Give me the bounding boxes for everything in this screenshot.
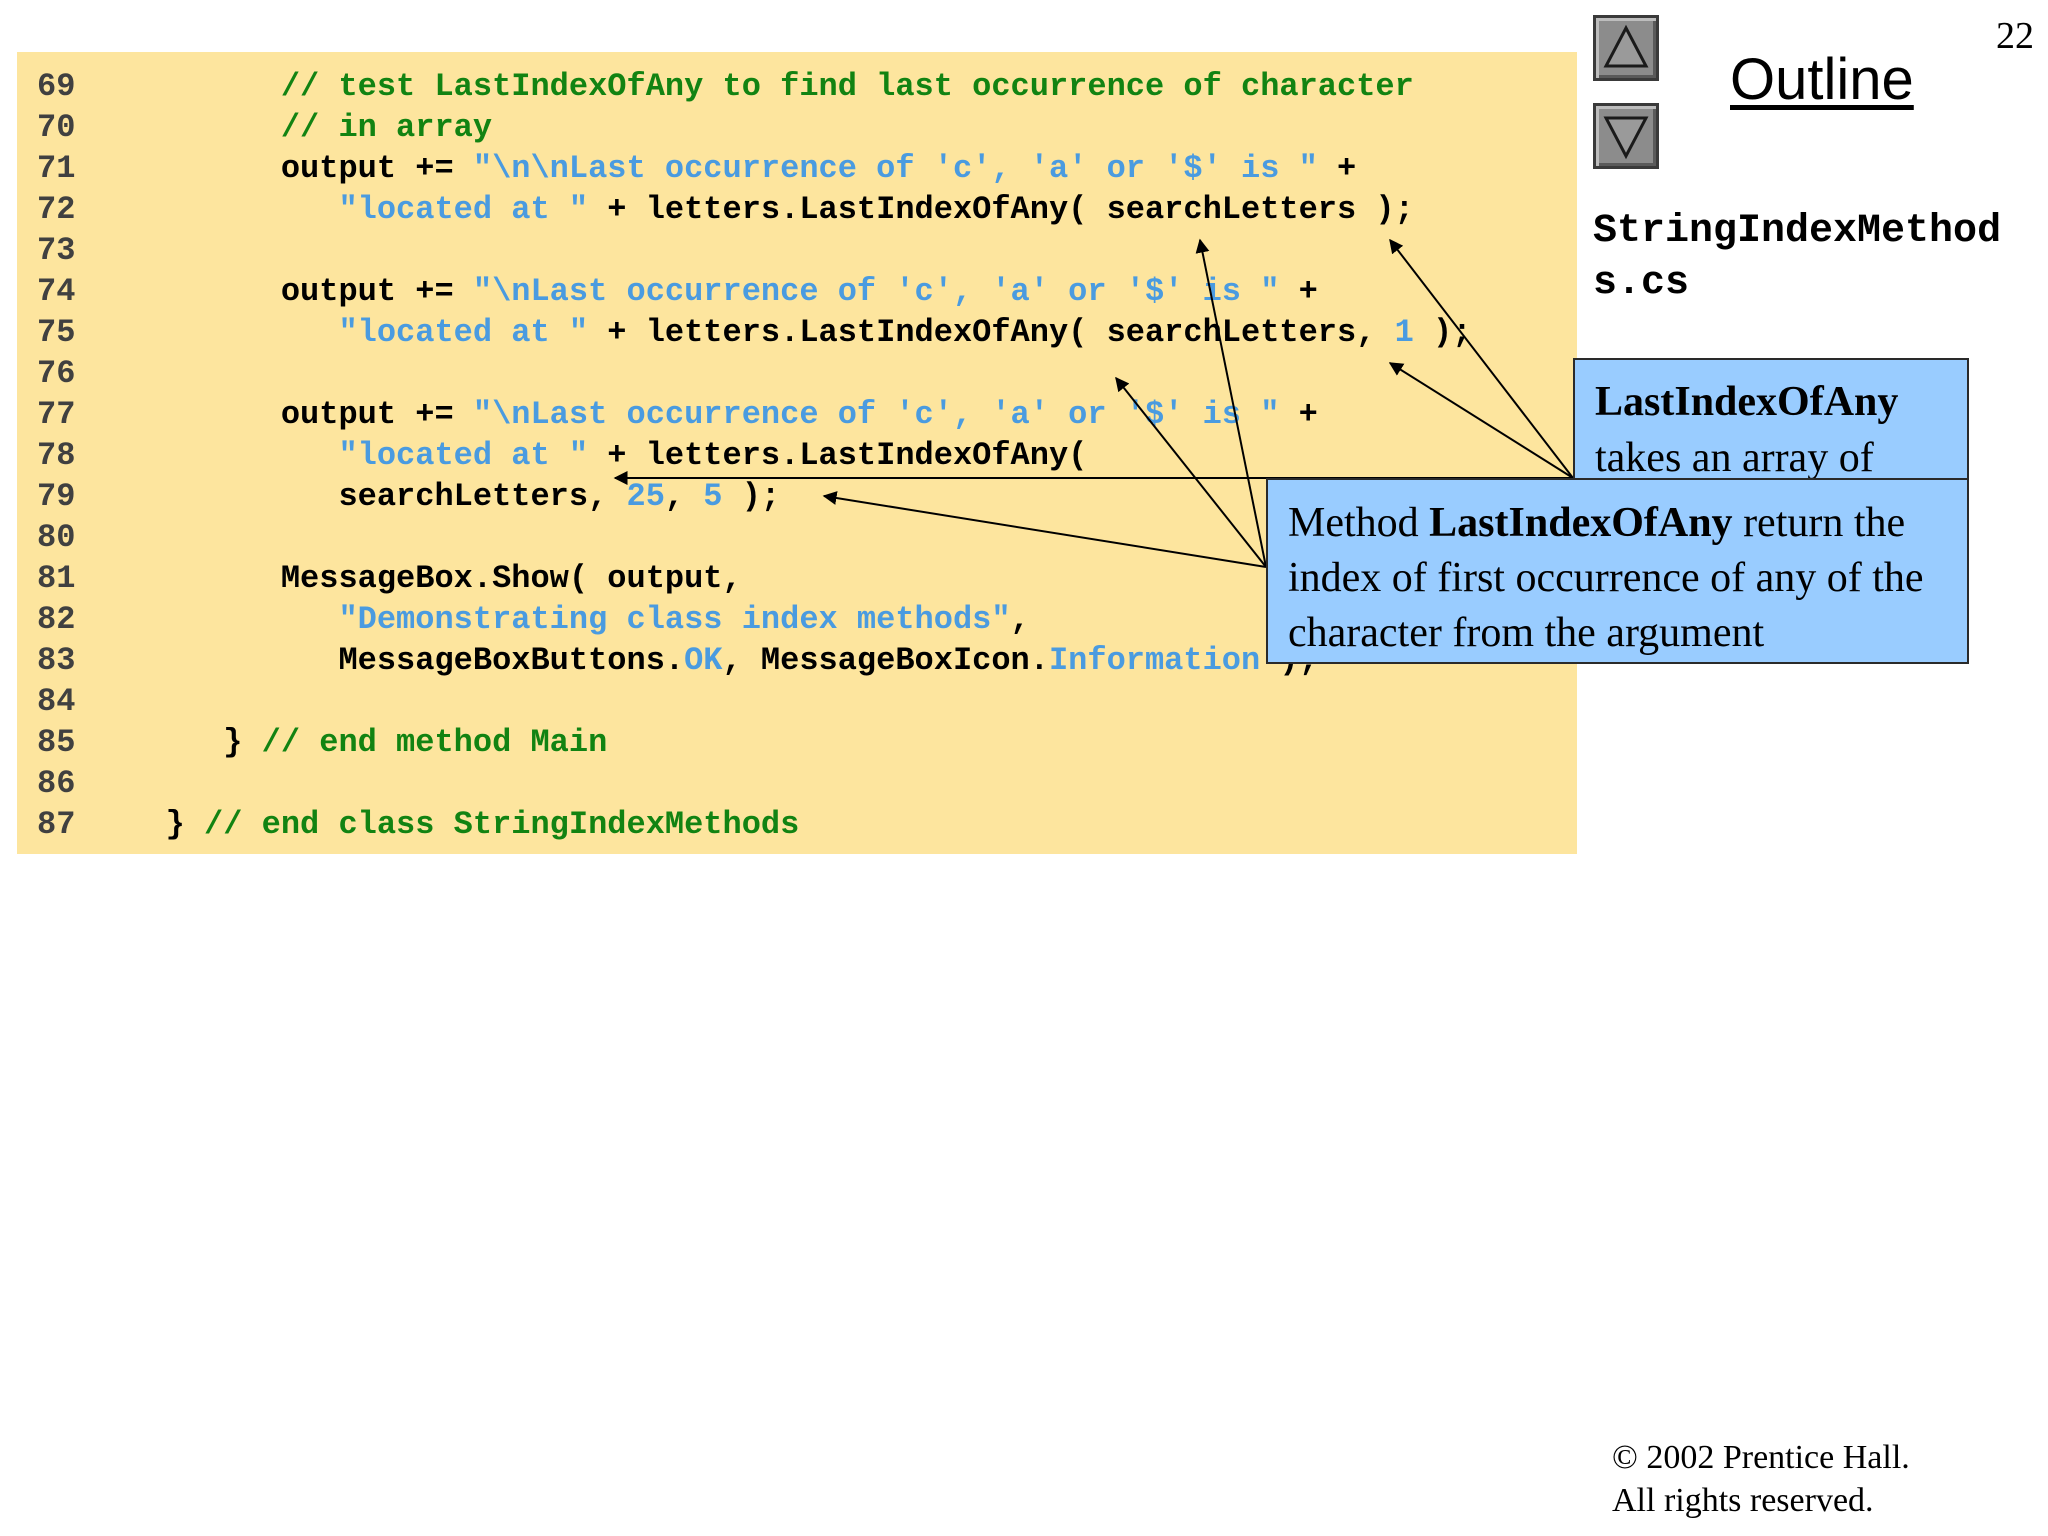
outline-link[interactable]: Outline <box>1730 47 1914 112</box>
line-number: 77 <box>37 396 76 433</box>
file-name: StringIndexMethods.cs <box>1593 209 2002 306</box>
line-number: 79 <box>37 478 76 515</box>
line-number: 76 <box>37 355 76 392</box>
code-text: "located at " + letters.LastIndexOfAny( … <box>108 189 1414 230</box>
code-comment: // test LastIndexOfAny to find last occu… <box>108 68 1414 105</box>
code-token: output += <box>108 273 473 310</box>
code-literal: "located at " <box>108 191 589 228</box>
code-token: , <box>664 478 704 515</box>
code-text: } // end method Main <box>108 722 607 763</box>
code-token: } <box>108 724 262 761</box>
code-text: "Demonstrating class index methods", <box>108 599 1030 640</box>
code-literal: 5 <box>703 478 723 515</box>
code-comment: // in array <box>108 109 493 146</box>
code-token: searchLetters, <box>108 478 627 515</box>
code-literal: 25 <box>626 478 665 515</box>
code-text: // test LastIndexOfAny to find last occu… <box>108 66 1414 107</box>
callout-1-body: takes an array of <box>1595 435 1874 480</box>
code-token: + letters.LastIndexOfAny( searchLetters … <box>588 191 1414 228</box>
callout-1-title: LastIndexOfAny <box>1595 379 1899 425</box>
line-number: 86 <box>37 765 76 802</box>
code-token: MessageBoxButtons. <box>108 642 685 679</box>
code-text: MessageBoxButtons.OK, MessageBoxIcon.Inf… <box>108 640 1317 681</box>
code-literal: "\n\nLast occurrence of 'c', 'a' or '$' … <box>472 150 1318 187</box>
code-literal: Information <box>1048 642 1261 679</box>
callout-last-index-of-any: LastIndexOfAny takes an array of <box>1573 358 1969 480</box>
copyright-line-1: © 2002 Prentice Hall. <box>1612 1439 1910 1476</box>
previous-slide-button[interactable] <box>1593 15 1659 81</box>
code-literal: "Demonstrating class index methods" <box>108 601 1011 638</box>
code-token: } <box>108 806 205 843</box>
triangle-up-icon <box>1603 24 1649 68</box>
callout-2-method-name: LastIndexOfAny <box>1429 500 1733 546</box>
code-text: MessageBox.Show( output, <box>108 558 742 599</box>
code-comment: // end method Main <box>261 724 608 761</box>
code-text: output += "\nLast occurrence of 'c', 'a'… <box>108 271 1318 312</box>
line-number: 87 <box>37 806 76 843</box>
line-number: 75 <box>37 314 76 351</box>
code-token: MessageBox.Show( output, <box>108 560 742 597</box>
code-literal: "\nLast occurrence of 'c', 'a' or '$' is… <box>472 396 1280 433</box>
triangle-down-icon <box>1603 116 1649 160</box>
line-number: 74 <box>37 273 76 310</box>
code-token: + letters.LastIndexOfAny( <box>588 437 1088 474</box>
code-text: output += "\nLast occurrence of 'c', 'a'… <box>108 394 1318 435</box>
copyright-line-2: All rights reserved. <box>1612 1482 1874 1519</box>
line-number: 71 <box>37 150 76 187</box>
code-comment: // end class StringIndexMethods <box>204 806 800 843</box>
code-token: + <box>1317 150 1357 187</box>
line-number: 83 <box>37 642 76 679</box>
code-panel: 69 // test LastIndexOfAny to find last o… <box>17 52 1577 854</box>
code-text: } // end class StringIndexMethods <box>108 804 800 845</box>
code-token: ); <box>1413 314 1472 351</box>
code-token: output += <box>108 396 473 433</box>
code-literal: "located at " <box>108 314 589 351</box>
line-number: 84 <box>37 683 76 720</box>
callout-2-text: return the index of first occurrence of … <box>1288 500 1924 656</box>
code-literal: "\nLast occurrence of 'c', 'a' or '$' is… <box>472 273 1280 310</box>
copyright-notice: © 2002 Prentice Hall. All rights reserve… <box>1612 1436 1910 1522</box>
code-token: , MessageBoxIcon. <box>722 642 1049 679</box>
code-text: "located at " + letters.LastIndexOfAny( … <box>108 312 1471 353</box>
line-number: 69 <box>37 68 76 105</box>
code-text: "located at " + letters.LastIndexOfAny( <box>108 435 1087 476</box>
line-number: 70 <box>37 109 76 146</box>
next-slide-button[interactable] <box>1593 103 1659 169</box>
code-token: + <box>1279 273 1318 310</box>
code-token: , <box>1010 601 1030 638</box>
line-number: 80 <box>37 519 76 556</box>
line-number: 72 <box>37 191 76 228</box>
code-text: output += "\n\nLast occurrence of 'c', '… <box>108 148 1356 189</box>
code-text: searchLetters, 25, 5 ); <box>108 476 780 517</box>
callout-method-description: Method LastIndexOfAny return the index o… <box>1266 478 1969 664</box>
code-literal: "located at " <box>108 437 589 474</box>
code-token: ); <box>722 478 781 515</box>
line-number: 81 <box>37 560 76 597</box>
line-number: 85 <box>37 724 76 761</box>
line-number: 73 <box>37 232 76 269</box>
callout-2-prefix: Method <box>1288 500 1430 546</box>
code-token: output += <box>108 150 473 187</box>
code-token: + <box>1279 396 1318 433</box>
page-number: 22 <box>1996 15 2034 57</box>
line-number: 82 <box>37 601 76 638</box>
line-number: 78 <box>37 437 76 474</box>
code-literal: 1 <box>1394 314 1414 351</box>
code-text: // in array <box>108 107 492 148</box>
code-literal: OK <box>684 642 723 679</box>
code-token: + letters.LastIndexOfAny( searchLetters, <box>588 314 1395 351</box>
